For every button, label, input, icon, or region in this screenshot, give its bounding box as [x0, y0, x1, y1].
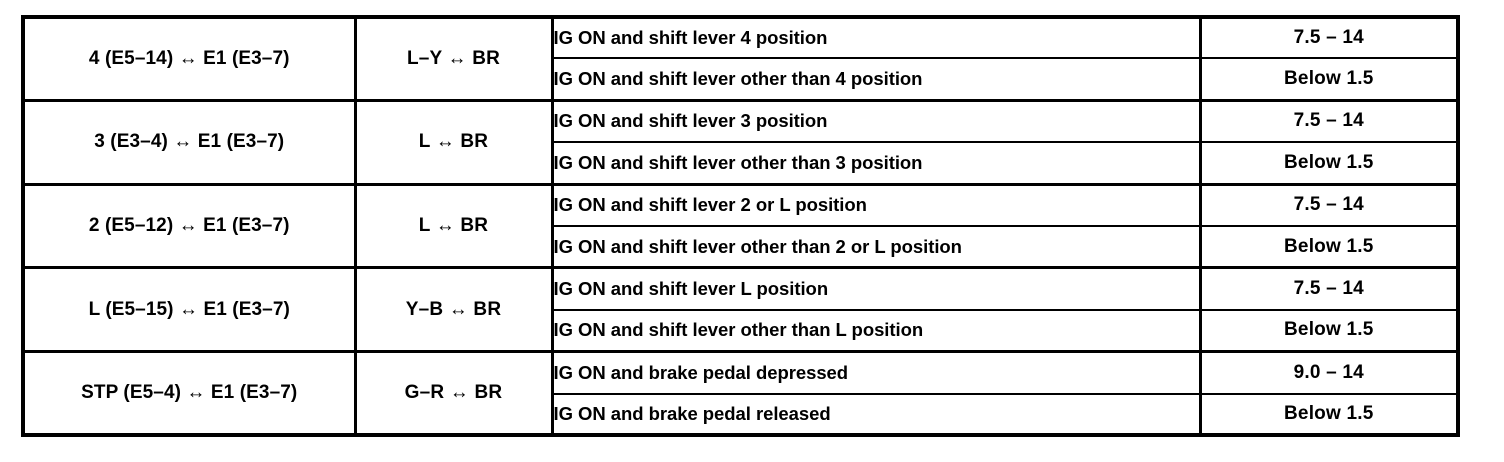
condition-cell: IG ON and shift lever L position — [552, 266, 1202, 310]
specified-value-cell: Below 1.5 — [1200, 308, 1456, 352]
specified-value-cell: Below 1.5 — [1200, 57, 1456, 101]
wire-color-cell: L ↔ BR — [355, 182, 554, 268]
condition-cell: IG ON and shift lever other than 4 posit… — [552, 57, 1202, 101]
terminal-pair-cell: 4 (E5–14) ↔ E1 (E3–7) — [25, 19, 357, 101]
terminal-pair-cell: STP (E5–4) ↔ E1 (E3–7) — [25, 350, 357, 433]
wire-color-cell: L ↔ BR — [355, 98, 554, 185]
specified-value-cell: 7.5 – 14 — [1200, 19, 1456, 59]
specified-value-cell: 7.5 – 14 — [1200, 98, 1456, 143]
condition-cell: IG ON and shift lever other than 3 posit… — [552, 141, 1202, 185]
table-row: IG ON and shift lever other than 2 or L … — [25, 224, 1456, 268]
specified-value-cell: 9.0 – 14 — [1200, 350, 1456, 394]
specified-value-cell: Below 1.5 — [1200, 141, 1456, 185]
condition-cell: IG ON and shift lever 2 or L position — [552, 182, 1202, 226]
terminal-pair-cell: L (E5–15) ↔ E1 (E3–7) — [25, 266, 357, 352]
condition-cell: IG ON and shift lever 4 position — [552, 19, 1202, 59]
table-row: IG ON and shift lever other than 4 posit… — [25, 57, 1456, 101]
specified-value-cell: 7.5 – 14 — [1200, 266, 1456, 310]
terminal-pair-cell: 2 (E5–12) ↔ E1 (E3–7) — [25, 182, 357, 268]
wire-color-cell: Y–B ↔ BR — [355, 266, 554, 352]
specified-value-cell: Below 1.5 — [1200, 392, 1456, 433]
table-row: IG ON and shift lever other than L posit… — [25, 308, 1456, 352]
condition-cell: IG ON and brake pedal released — [552, 392, 1202, 433]
table-row: IG ON and shift lever other than 3 posit… — [25, 141, 1456, 185]
terminal-pair-cell: 3 (E3–4) ↔ E1 (E3–7) — [25, 98, 357, 185]
condition-cell: IG ON and brake pedal depressed — [552, 350, 1202, 394]
wire-color-cell: L–Y ↔ BR — [355, 19, 554, 101]
condition-cell: IG ON and shift lever 3 position — [552, 98, 1202, 143]
specified-value-cell: 7.5 – 14 — [1200, 182, 1456, 226]
condition-cell: IG ON and shift lever other than 2 or L … — [552, 224, 1202, 268]
specified-value-cell: Below 1.5 — [1200, 224, 1456, 268]
wire-color-cell: G–R ↔ BR — [355, 350, 554, 433]
condition-cell: IG ON and shift lever other than L posit… — [552, 308, 1202, 352]
